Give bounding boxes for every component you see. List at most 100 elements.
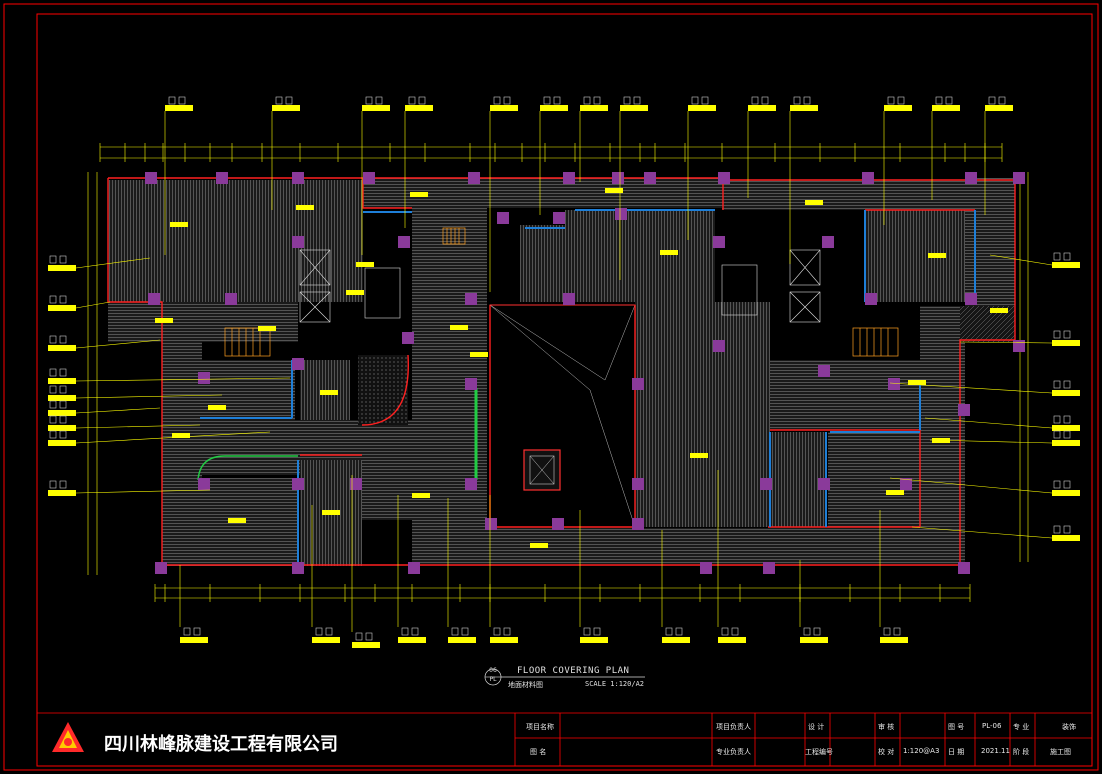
- callout-box: [583, 627, 591, 636]
- callout-box: [59, 295, 67, 304]
- room-material-tags: [155, 188, 1008, 548]
- outer-frame: [3, 3, 1099, 771]
- column: [408, 562, 420, 574]
- tb-label-review: 审 核: [878, 723, 895, 731]
- column: [465, 478, 477, 490]
- callout-tag: [48, 410, 76, 416]
- material-callout: [48, 368, 291, 384]
- callout-tag: [580, 105, 608, 111]
- callout-box: [461, 627, 469, 636]
- material-callout: [579, 96, 608, 182]
- stairs: [224, 227, 899, 357]
- column: [632, 378, 644, 390]
- callout-tag: [362, 105, 390, 111]
- tb-label-drafting: 工程编号: [805, 748, 833, 756]
- callout-box: [49, 335, 57, 344]
- tb-label-stage: 专 业: [1013, 723, 1030, 731]
- material-tag: [258, 326, 276, 331]
- callout-box: [59, 480, 67, 489]
- column: [465, 378, 477, 390]
- material-tag: [605, 188, 623, 193]
- column: [958, 562, 970, 574]
- callout-tag: [490, 105, 518, 111]
- callout-box: [883, 627, 891, 636]
- callout-box: [1053, 525, 1061, 534]
- callout-box: [623, 96, 631, 105]
- callout-box: [451, 627, 459, 636]
- callout-tag: [800, 637, 828, 643]
- column: [198, 372, 210, 384]
- tb-value-date: 2021.11: [981, 747, 1010, 755]
- tb-label-project-lead: 项目负责人: [716, 723, 751, 731]
- callout-box: [49, 480, 57, 489]
- callout-tag: [1052, 340, 1080, 346]
- column: [145, 172, 157, 184]
- callout-box: [493, 627, 501, 636]
- material-callout: [48, 335, 161, 351]
- callout-leader: [959, 341, 1053, 344]
- material-callout: [397, 495, 426, 643]
- material-callout: [747, 96, 776, 198]
- column: [292, 478, 304, 490]
- callout-tag: [48, 395, 76, 401]
- callout-box: [49, 385, 57, 394]
- material-callout: [489, 96, 518, 292]
- callout-box: [408, 96, 416, 105]
- material-tag: [356, 262, 374, 267]
- column: [155, 562, 167, 574]
- callout-leader: [75, 339, 161, 349]
- callout-tag: [272, 105, 300, 111]
- material-tag: [928, 253, 946, 258]
- callout-box: [1063, 430, 1071, 439]
- column: [615, 208, 627, 220]
- callout-box: [583, 96, 591, 105]
- plan-scale: SCALE 1:120/A2: [585, 680, 645, 688]
- callout-box: [593, 96, 601, 105]
- tb-label-number: 图 号: [948, 723, 965, 731]
- column: [292, 236, 304, 248]
- material-callout: [931, 96, 960, 200]
- column: [563, 293, 575, 305]
- callout-leader: [75, 489, 211, 494]
- material-tag: [155, 318, 173, 323]
- tb-label-design: 设 计: [808, 723, 825, 731]
- tb-value-number: PL-06: [982, 722, 1002, 730]
- title-block: [37, 712, 1092, 766]
- callout-tag: [1052, 440, 1080, 446]
- column: [552, 518, 564, 530]
- material-callout: [404, 96, 433, 228]
- callout-box: [1063, 380, 1071, 389]
- callout-box: [355, 632, 363, 641]
- column: [862, 172, 874, 184]
- material-callout: [48, 255, 151, 271]
- column: [485, 518, 497, 530]
- callout-box: [59, 415, 67, 424]
- callout-tag: [985, 105, 1013, 111]
- column: [402, 332, 414, 344]
- material-callout: [687, 96, 716, 240]
- callout-box: [59, 335, 67, 344]
- callout-box: [59, 255, 67, 264]
- callout-tag: [352, 642, 380, 648]
- column: [713, 236, 725, 248]
- callout-box: [503, 96, 511, 105]
- column: [350, 478, 362, 490]
- atrium-void: [489, 304, 636, 528]
- tb-label-project-name: 项目名称: [526, 723, 554, 731]
- callout-box: [418, 96, 426, 105]
- material-tag: [322, 510, 340, 515]
- column: [700, 562, 712, 574]
- column: [760, 478, 772, 490]
- callout-tag: [490, 637, 518, 643]
- column: [718, 172, 730, 184]
- callout-box: [275, 96, 283, 105]
- callout-box: [193, 627, 201, 636]
- callout-leader: [75, 424, 201, 429]
- column: [563, 172, 575, 184]
- column: [713, 340, 725, 352]
- callout-tag: [540, 105, 568, 111]
- column: [1013, 172, 1025, 184]
- callout-box: [503, 627, 511, 636]
- material-callout: [929, 430, 1080, 446]
- column: [497, 212, 509, 224]
